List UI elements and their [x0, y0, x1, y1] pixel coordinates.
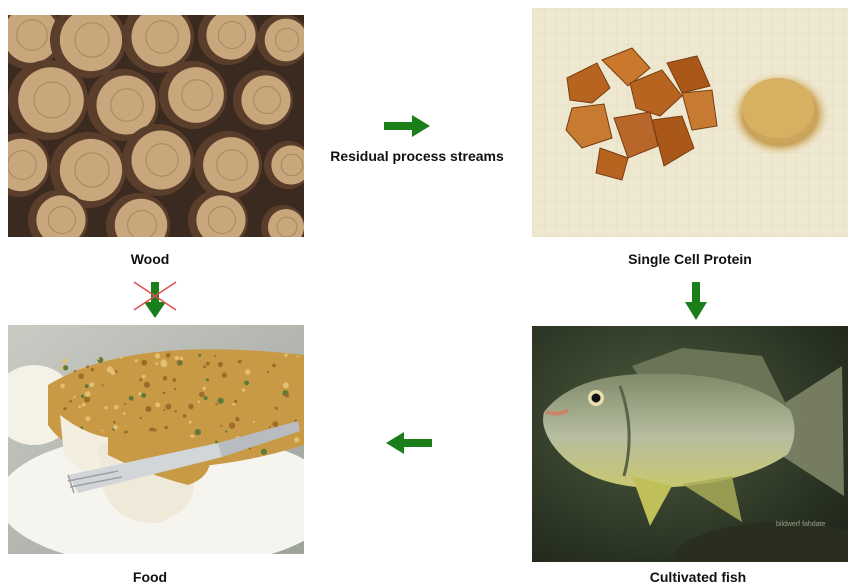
arrow-wood-to-food-crossed	[132, 280, 178, 320]
single-cell-protein-image	[532, 8, 848, 237]
single-cell-protein-label: Single Cell Protein	[590, 251, 790, 267]
arrow-wood-to-protein	[384, 115, 430, 137]
wood-label: Wood	[100, 251, 200, 267]
food-image	[8, 325, 304, 554]
wood-image	[8, 15, 304, 237]
cultivated-fish-image: bildwerf fahdate	[532, 326, 848, 562]
arrow-fish-to-food	[386, 432, 432, 454]
watermark-text: bildwerf fahdate	[776, 521, 826, 528]
food-label: Food	[100, 569, 200, 585]
edge-label-residual-process-streams: Residual process streams	[314, 148, 520, 164]
arrow-protein-to-fish	[685, 282, 707, 320]
cultivated-fish-label: Cultivated fish	[598, 569, 798, 585]
